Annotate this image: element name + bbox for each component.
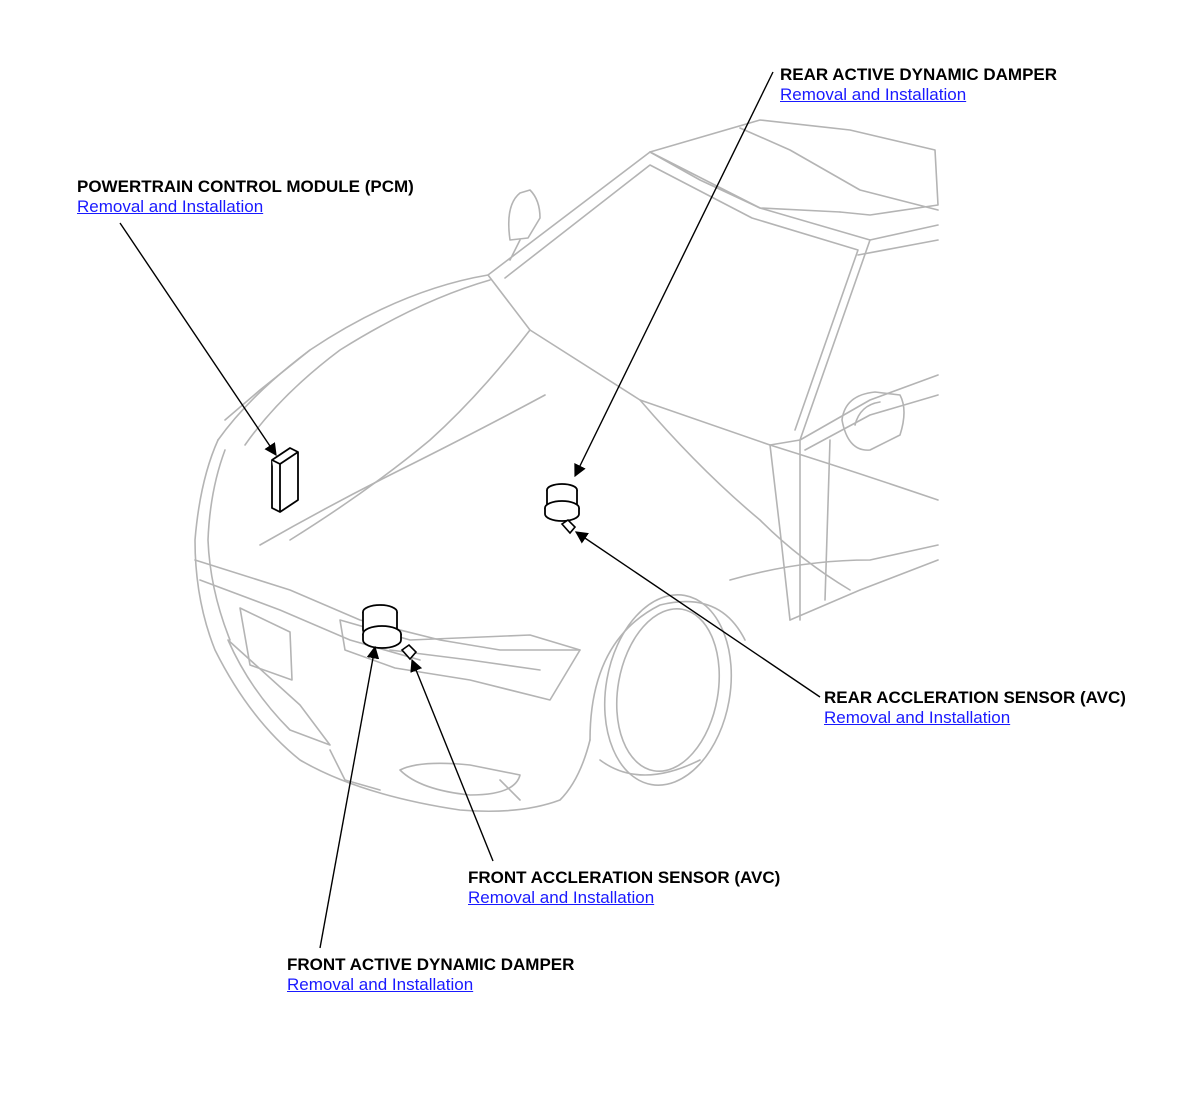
leader-line-front-damper (319, 645, 380, 949)
leader-line-rear-damper (574, 71, 774, 478)
front-sensor-removal-link[interactable]: Removal and Installation (468, 888, 655, 907)
front-damper-removal-link[interactable]: Removal and Installation (287, 975, 474, 994)
front-sensor-title: FRONT ACCLERATION SENSOR (AVC) (468, 868, 781, 887)
pcm-title: POWERTRAIN CONTROL MODULE (PCM) (77, 177, 414, 196)
rear-sensor-removal-link[interactable]: Removal and Installation (824, 708, 1011, 727)
front-sensor-component (400, 643, 418, 661)
leader-lines (119, 71, 821, 949)
rear-damper-title: REAR ACTIVE DYNAMIC DAMPER (780, 65, 1058, 84)
pcm-removal-link[interactable]: Removal and Installation (77, 197, 264, 216)
rear-sensor-component (560, 518, 577, 535)
car-illustration (194, 119, 939, 813)
leader-line-rear-sensor (574, 531, 821, 698)
leader-line-pcm (119, 222, 277, 457)
callout-front-damper: FRONT ACTIVE DYNAMIC DAMPER Removal and … (287, 955, 574, 995)
callout-rear-sensor: REAR ACCLERATION SENSOR (AVC) Removal an… (824, 688, 1126, 728)
rear-sensor-title: REAR ACCLERATION SENSOR (AVC) (824, 688, 1126, 707)
callout-front-sensor: FRONT ACCLERATION SENSOR (AVC) Removal a… (468, 868, 780, 908)
rear-damper-removal-link[interactable]: Removal and Installation (780, 85, 967, 104)
pcm-component (271, 447, 299, 513)
leader-line-front-sensor (410, 658, 494, 862)
rear-damper-component (544, 483, 580, 522)
callout-rear-damper: REAR ACTIVE DYNAMIC DAMPER Removal and I… (780, 65, 1057, 105)
callout-pcm: POWERTRAIN CONTROL MODULE (PCM) Removal … (77, 177, 414, 217)
front-damper-component (362, 604, 402, 649)
front-damper-title: FRONT ACTIVE DYNAMIC DAMPER (287, 955, 575, 974)
